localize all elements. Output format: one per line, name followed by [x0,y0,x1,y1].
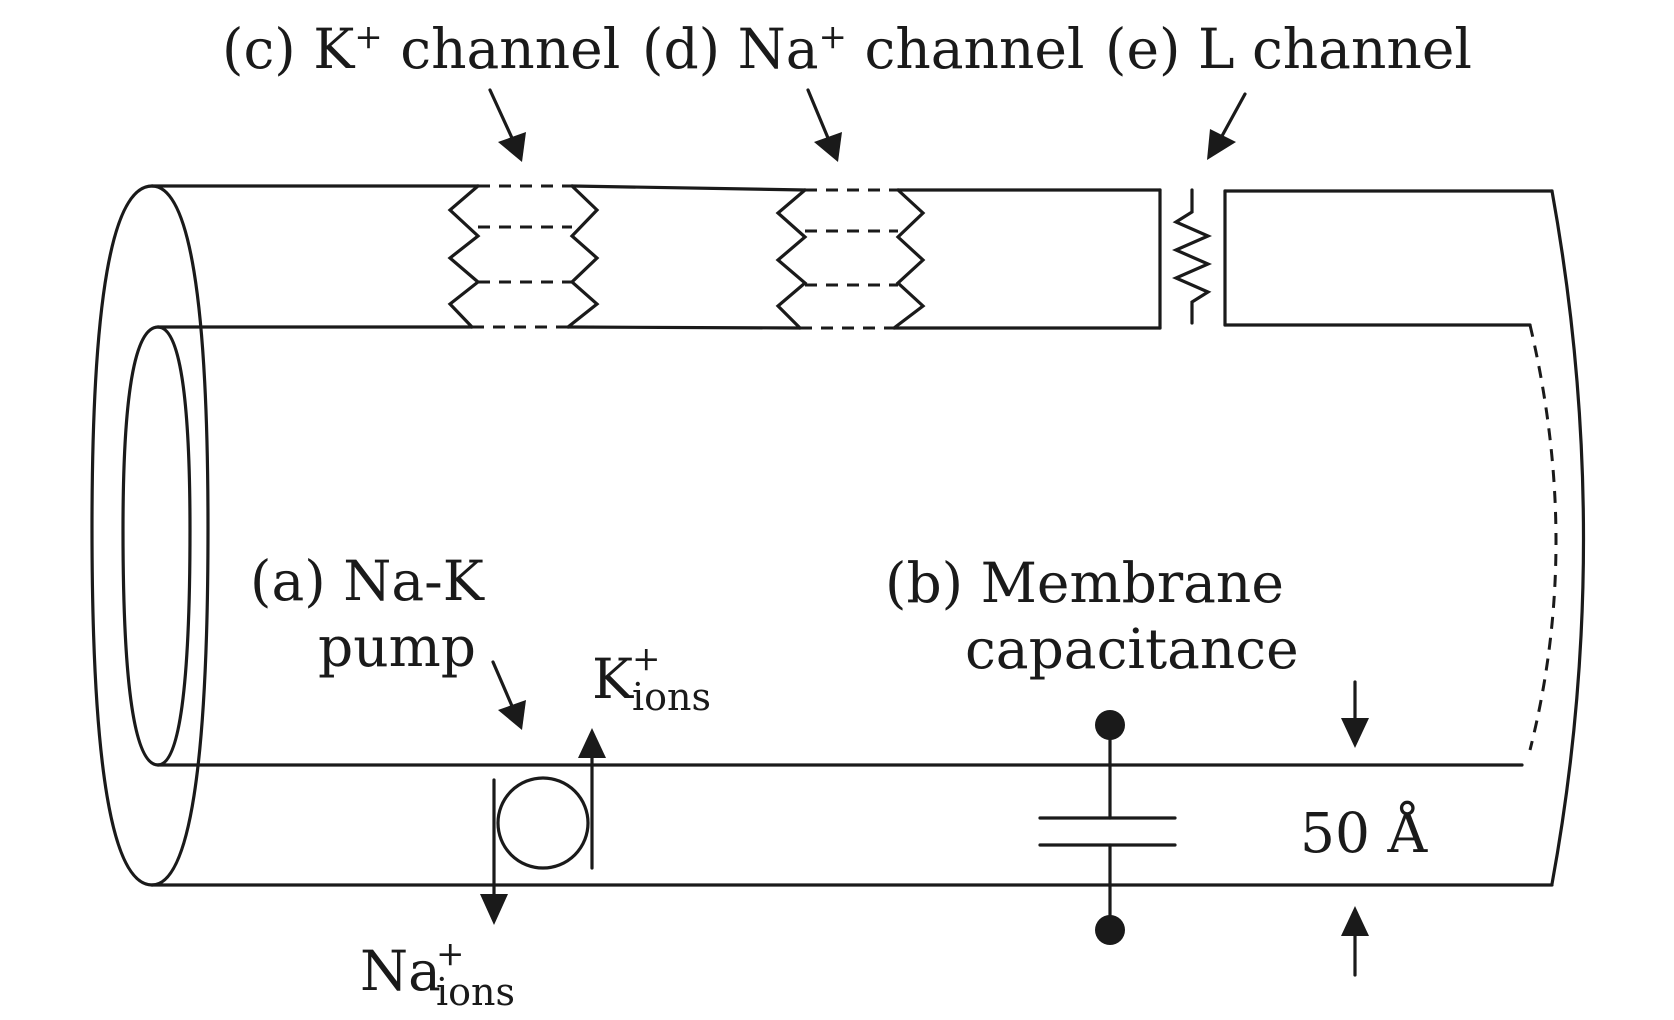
l-channel-resistor [1172,188,1212,325]
pump-label: (a) Na-K pump [250,549,485,679]
membrane-top-walls [150,184,1554,330]
na-channel [775,188,926,330]
svg-text:+: + [632,639,661,679]
k-ions-label: K + ions [592,639,711,719]
thickness-label: 50 Å [1300,800,1428,865]
svg-text:Na: Na [360,939,441,1003]
membrane-capacitor [1038,710,1177,945]
svg-text:(c) K+ channel: (c) K+ channel [222,17,620,81]
label-pointers [488,88,1247,730]
svg-text:(a) Na-K: (a) Na-K [250,549,485,613]
svg-text:(b) Membrane: (b) Membrane [885,551,1284,615]
na-k-pump [480,728,606,925]
na-channel-label: (d) Na+ channel [642,17,1085,81]
svg-text:K: K [592,647,634,711]
svg-text:capacitance: capacitance [965,617,1299,681]
membrane-bottom-walls [150,763,1554,887]
svg-text:(e) L channel: (e) L channel [1105,17,1472,81]
cylinder-right-inner-dashed [1528,324,1558,751]
svg-text:+: + [436,934,465,974]
l-channel-label: (e) L channel [1105,17,1472,81]
svg-text:ions: ions [632,675,711,719]
cylinder-right-edge [1550,189,1586,886]
k-channel [447,184,600,329]
cylinder-left-end [90,184,210,887]
capacitance-label: (b) Membrane capacitance [885,551,1299,681]
na-ions-label: Na + ions [360,934,515,1014]
svg-text:(d) Na+ channel: (d) Na+ channel [642,17,1085,81]
k-channel-label: (c) K+ channel [222,17,620,81]
thickness-arrows [1341,680,1369,977]
svg-text:pump: pump [318,615,476,679]
svg-text:ions: ions [436,970,515,1014]
